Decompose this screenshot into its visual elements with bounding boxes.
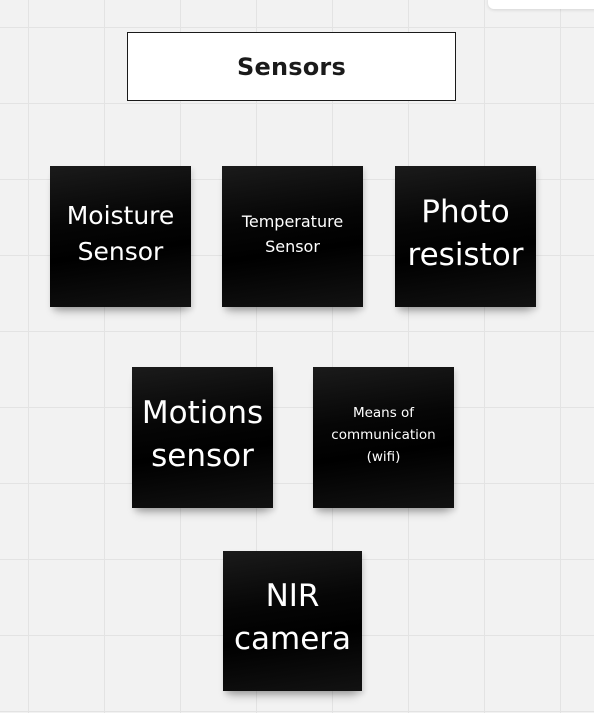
toolbar-panel[interactable]: [488, 0, 594, 9]
sticky-note-text: Moisture Sensor: [66, 200, 175, 266]
sticky-note-photo-resistor[interactable]: Photo resistor: [395, 166, 536, 307]
sticky-note-text: Means of communication (wifi): [331, 404, 436, 465]
sticky-note-text: Motions sensor: [141, 394, 264, 474]
sticky-note-moisture-sensor[interactable]: Moisture Sensor: [50, 166, 191, 307]
sticky-note-motions-sensor[interactable]: Motions sensor: [132, 367, 273, 508]
sticky-note-temperature-sensor[interactable]: Temperature Sensor: [222, 166, 363, 307]
sticky-note-text: NIR camera: [233, 578, 352, 657]
sticky-note-nir-camera[interactable]: NIR camera: [223, 551, 362, 691]
sticky-note-text: Temperature Sensor: [241, 211, 344, 256]
title-frame[interactable]: Sensors: [127, 32, 456, 101]
sticky-note-means-of-communication[interactable]: Means of communication (wifi): [313, 367, 454, 508]
sticky-note-text: Photo resistor: [407, 193, 524, 273]
board-title: Sensors: [237, 52, 346, 81]
